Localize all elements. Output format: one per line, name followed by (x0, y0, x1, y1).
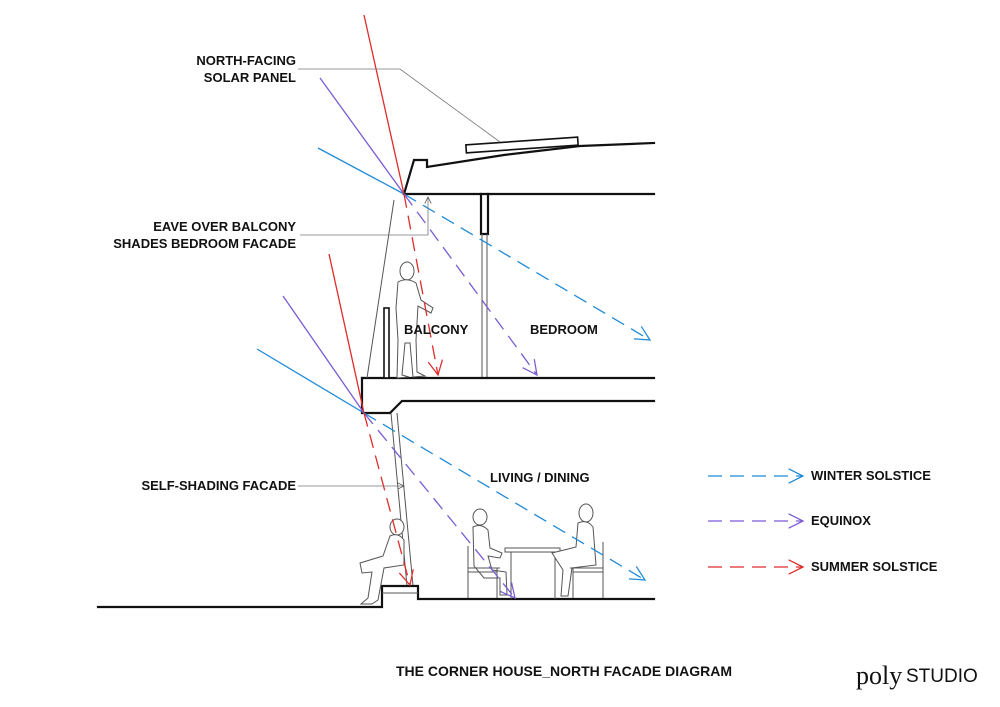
legend-equinox-label: EQUINOX (811, 513, 871, 528)
eave-leader (300, 197, 428, 236)
chair-left (467, 546, 500, 598)
mid-slab (360, 376, 656, 415)
equinox-ray-upper (319, 77, 405, 195)
solar-panel-label-line2: SOLAR PANEL (204, 70, 296, 85)
figures (359, 261, 604, 605)
legend: WINTER SOLSTICE EQUINOX SUMMER SOLSTICE (708, 468, 938, 575)
winter-ray-upper-dashed (403, 193, 652, 341)
facade-glass-inner (396, 412, 414, 587)
dining-person-left (472, 508, 508, 596)
standing-person (395, 261, 434, 379)
chair-right (570, 542, 604, 598)
dining-person-right (551, 503, 597, 597)
solar-panel-leader (298, 68, 501, 143)
eave-label-line2: SHADES BEDROOM FACADE (113, 236, 296, 251)
dining-table (504, 547, 561, 599)
balcony-label: BALCONY (404, 322, 469, 337)
summer-ray-upper (363, 14, 405, 195)
summer-ray-lower (328, 253, 365, 414)
winter-ray-upper (317, 147, 405, 195)
logo-studio: STUDIO (906, 666, 978, 687)
balustrade-glass (366, 199, 395, 379)
annotations: NORTH-FACING SOLAR PANEL EAVE OVER BALCO… (113, 53, 598, 493)
eave-label-line1: EAVE OVER BALCONY (153, 219, 296, 234)
living-dining-label: LIVING / DINING (490, 470, 590, 485)
legend-winter-label: WINTER SOLSTICE (811, 468, 931, 483)
summer-ray-upper-dashed (403, 193, 444, 377)
diagram-title: THE CORNER HOUSE_NORTH FACADE DIAGRAM (396, 663, 732, 679)
legend-summer-label: SUMMER SOLSTICE (811, 559, 938, 574)
solar-panel-label-line1: NORTH-FACING (196, 53, 296, 68)
leader-lines (298, 68, 501, 486)
balustrade (383, 307, 390, 379)
sun-rays (256, 14, 652, 600)
equinox-ray-lower (282, 295, 365, 414)
logo: poly STUDIO (856, 661, 978, 690)
equinox-ray-lower-dashed (363, 412, 516, 600)
solar-panel (465, 136, 579, 154)
winter-ray-lower (256, 348, 365, 414)
roof-line (402, 141, 656, 196)
equinox-ray-upper-dashed (403, 193, 538, 377)
bedroom-label: BEDROOM (530, 322, 598, 337)
logo-poly: poly (856, 661, 902, 690)
self-shading-label: SELF-SHADING FACADE (141, 478, 296, 493)
building-section (96, 136, 656, 609)
summer-ray-lower-dashed (363, 412, 414, 587)
upper-beam (479, 192, 490, 236)
winter-ray-lower-dashed (363, 412, 647, 581)
